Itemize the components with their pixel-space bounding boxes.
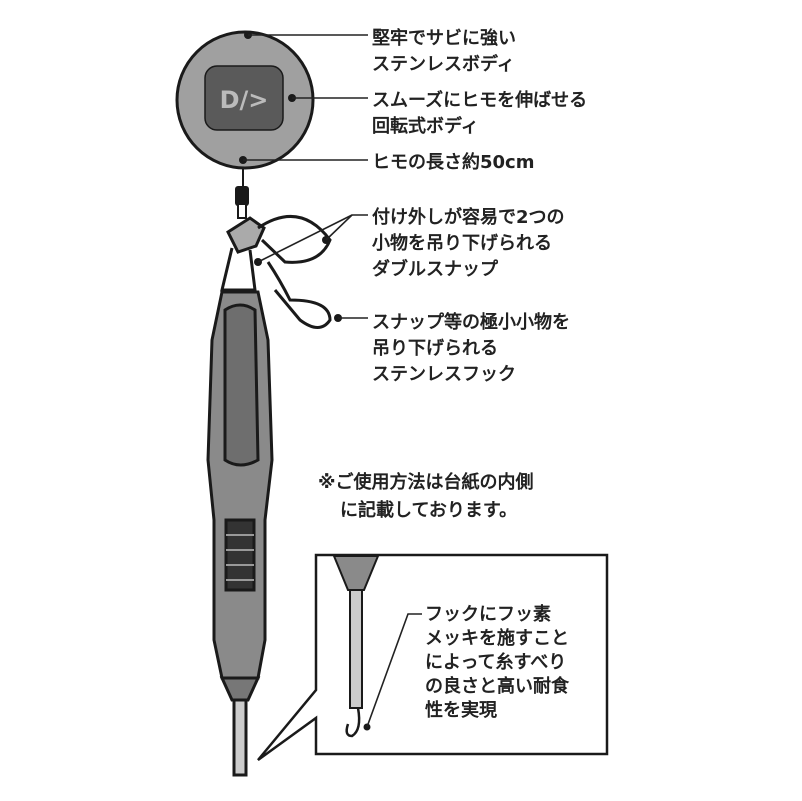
svg-text:メッキを施すこと: メッキを施すこと (425, 627, 569, 649)
callout-rotating-body: スムーズにヒモを伸ばせる 回転式ボディ (372, 89, 587, 137)
svg-text:によって糸すべり: によって糸すべり (425, 651, 566, 673)
leader-lines (239, 31, 368, 322)
svg-text:ステンレスフック: ステンレスフック (372, 364, 516, 385)
svg-text:堅牢でサビに強い: 堅牢でサビに強い (372, 27, 516, 49)
svg-text:の良さと高い耐食: の良さと高い耐食 (425, 675, 570, 697)
hook-tip (345, 707, 361, 738)
svg-text:に記載しております。: に記載しております。 (340, 499, 517, 521)
svg-text:ヒモの長さ約50cm: ヒモの長さ約50cm (372, 151, 534, 173)
svg-text:性を実現: 性を実現 (425, 699, 497, 721)
svg-text:スナップ等の極小小物を: スナップ等の極小小物を (372, 311, 570, 333)
tool-handle (206, 290, 274, 777)
usage-note: ※ご使用方法は台紙の内側 に記載しております。 (318, 471, 534, 521)
daiwa-logo: D/> (220, 86, 269, 114)
svg-text:吊り下げられる: 吊り下げられる (372, 338, 498, 359)
tip-inset: フックにフッ素 メッキを施すこと によって糸すべり の良さと高い耐食 性を実現 (257, 553, 609, 762)
callout-reel-body: 堅牢でサビに強い ステンレスボディ (372, 27, 516, 75)
svg-text:フックにフッ素: フックにフッ素 (425, 604, 551, 625)
logo-badge (204, 65, 284, 131)
svg-text:スムーズにヒモを伸ばせる: スムーズにヒモを伸ばせる (372, 89, 587, 111)
callout-double-snap: 付け外しが容易で2つの 小物を吊り下げられる ダブルスナップ (372, 206, 565, 280)
svg-text:※ご使用方法は台紙の内側: ※ご使用方法は台紙の内側 (318, 471, 534, 493)
svg-text:回転式ボディ: 回転式ボディ (372, 115, 479, 137)
svg-text:ステンレスボディ: ステンレスボディ (372, 53, 515, 75)
callout-hook: スナップ等の極小小物を 吊り下げられる ステンレスフック (372, 311, 570, 385)
callout-cord-length: ヒモの長さ約50cm (372, 151, 534, 173)
svg-text:ダブルスナップ: ダブルスナップ (372, 258, 499, 280)
retractor-reel: D/> (175, 30, 315, 170)
svg-text:小物を吊り下げられる: 小物を吊り下げられる (372, 232, 552, 254)
cord-connector (235, 186, 249, 206)
svg-text:付け外しが容易で2つの: 付け外しが容易で2つの (372, 206, 565, 228)
